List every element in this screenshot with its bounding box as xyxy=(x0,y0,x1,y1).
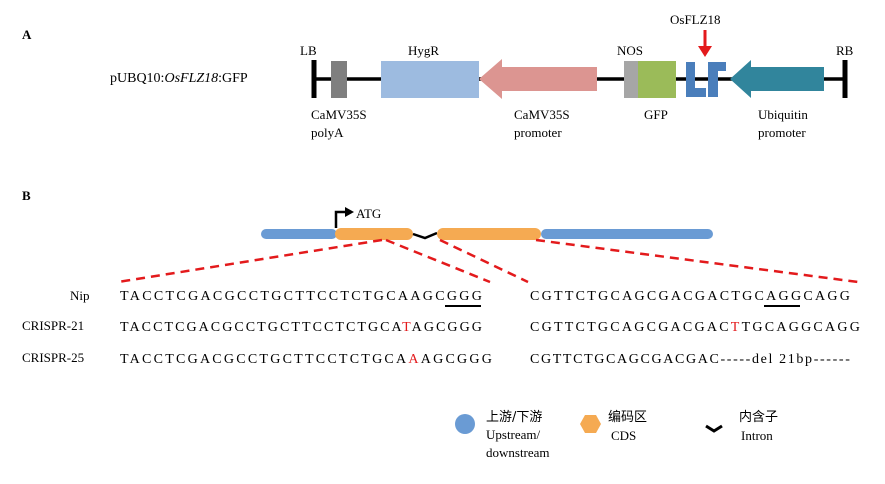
legend-intron-cn: 内含子 xyxy=(739,409,778,425)
gfp-label: GFP xyxy=(644,107,668,122)
lb-label: LB xyxy=(300,43,317,58)
mutation-insert-a: A xyxy=(408,352,419,367)
osflz18-marker-label: OsFLZ18 xyxy=(670,12,721,27)
osflz18-block-right xyxy=(708,62,726,97)
panel-b-letter: B xyxy=(22,188,31,203)
legend-cds-cn: 编码区 xyxy=(608,410,647,425)
atg-label: ATG xyxy=(356,206,381,221)
mutation-insert-t-2: T xyxy=(731,320,740,335)
hygr-box xyxy=(381,61,479,98)
utr-upstream-bar xyxy=(261,229,337,239)
camv35s-polya-box xyxy=(331,61,347,98)
panel-a-letter: A xyxy=(22,27,32,42)
nos-box xyxy=(624,61,638,98)
seq-nip-left: TACCTCGACGCCTGCTTCCTCTGCAAGCGGG xyxy=(120,289,482,304)
construct-name: pUBQ10:OsFLZ18:GFP xyxy=(110,71,248,86)
row-label-crispr-25: CRISPR-25 xyxy=(22,350,84,365)
camv35s-polya-label-2: polyA xyxy=(311,125,344,140)
legend-utr-swatch xyxy=(455,414,475,434)
ubiquitin-promoter-label: Ubiquitin xyxy=(758,107,808,122)
camv35s-promoter-label-2: promoter xyxy=(514,125,562,140)
seq-crispr25-right: CGTTCTGCAGCGACGAC-----del 21bp------ xyxy=(530,352,850,367)
row-label-crispr-21: CRISPR-21 xyxy=(22,318,84,333)
row-label-nip: Nip xyxy=(70,288,90,303)
intron-line xyxy=(412,231,438,240)
ubiquitin-promoter-arrow xyxy=(730,60,824,98)
legend-intron-en: Intron xyxy=(741,428,773,443)
osflz18-block-left xyxy=(686,62,706,97)
camv35s-promoter-arrow xyxy=(479,59,597,99)
atg-arrow-head xyxy=(345,207,354,217)
camv35s-polya-label: CaMV35S xyxy=(311,107,367,122)
legend-cds-swatch xyxy=(580,415,601,433)
legend-utr-en-1: Upstream/ xyxy=(486,427,541,442)
gfp-box xyxy=(638,61,676,98)
hygr-label: HygR xyxy=(408,43,439,58)
mutation-insert-t: T xyxy=(402,320,411,335)
cds-exon-2 xyxy=(437,228,541,240)
camv35s-promoter-label: CaMV35S xyxy=(514,107,570,122)
legend-utr-en-2: downstream xyxy=(486,445,550,460)
legend-cds-en: CDS xyxy=(611,428,636,443)
nos-label: NOS xyxy=(617,43,643,58)
ubiquitin-promoter-label-2: promoter xyxy=(758,125,806,140)
zoom-lines xyxy=(117,238,859,284)
cds-exon-1 xyxy=(335,228,413,240)
marker-arrow-head xyxy=(698,46,712,57)
atg-arrow xyxy=(334,210,346,228)
utr-downstream-bar xyxy=(541,229,713,239)
legend-intron-swatch xyxy=(705,424,723,433)
legend-utr-cn: 上游/下游 xyxy=(486,410,542,425)
rb-label: RB xyxy=(836,43,854,58)
seq-nip-right: CGTTCTGCAGCGACGACTGCAGGCAGG xyxy=(530,289,850,304)
